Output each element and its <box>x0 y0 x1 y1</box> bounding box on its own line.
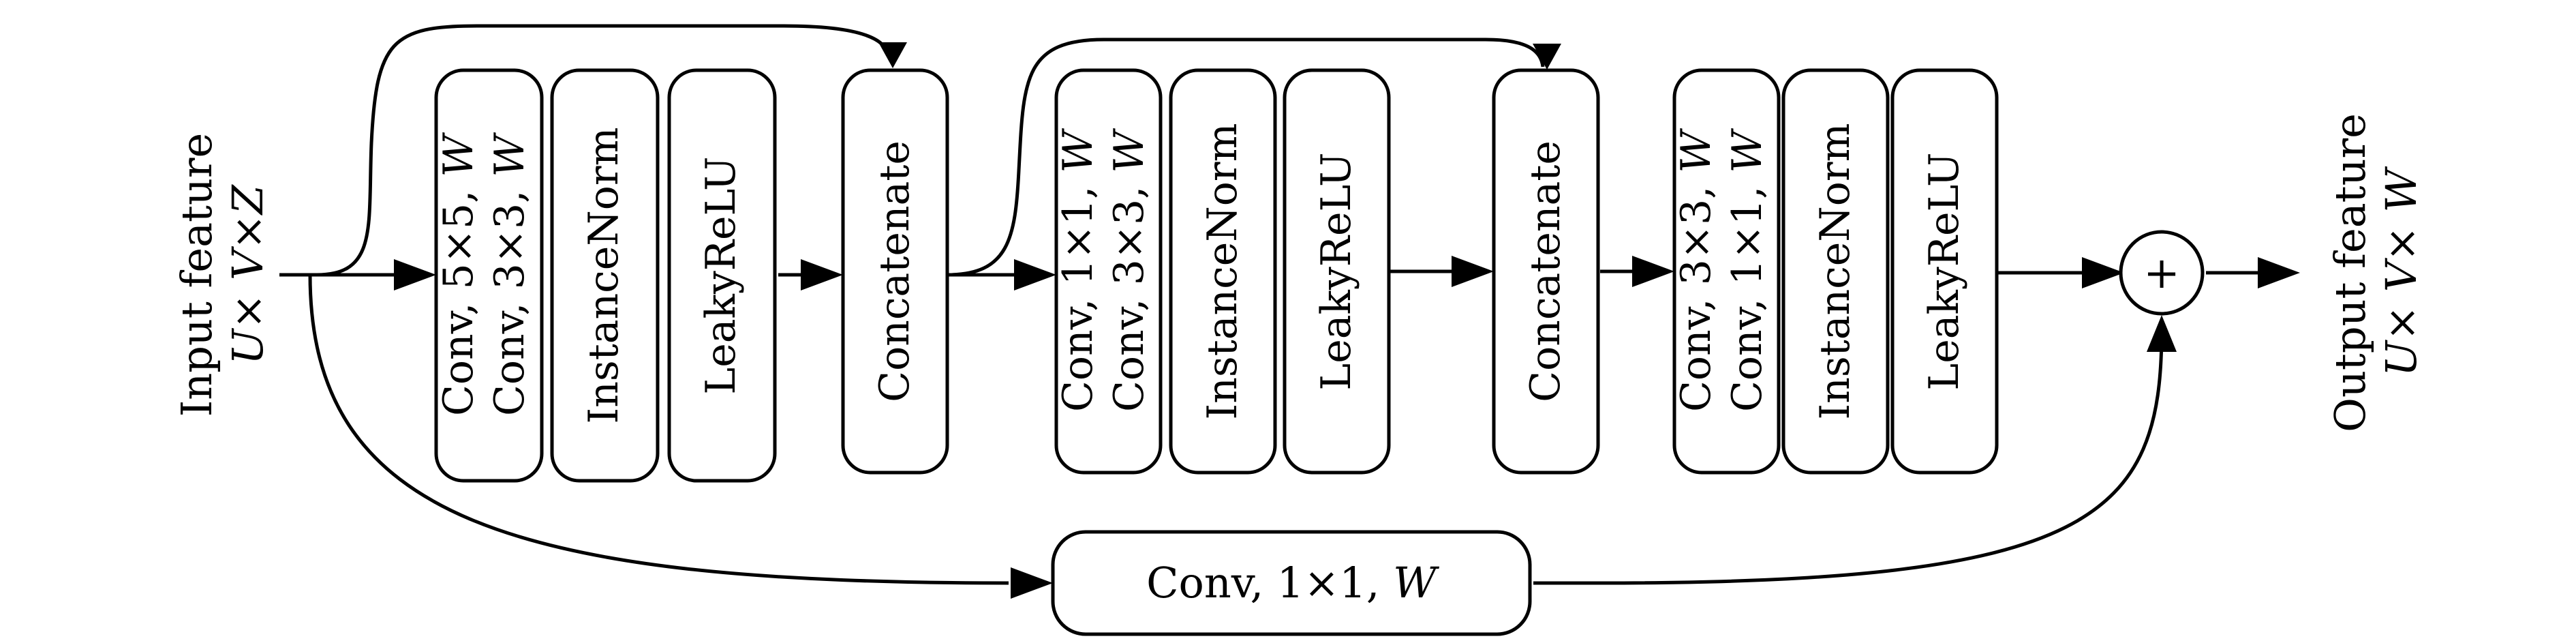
plus-icon: + <box>2143 248 2180 299</box>
conv-block-2: Conv, 1×1, W Conv, 3×3, W InstanceNorm L… <box>1054 68 1391 475</box>
arrowhead-concat1 <box>801 259 843 290</box>
instancenorm-label-1: InstanceNorm <box>580 128 628 424</box>
arrowhead-concat1-skip <box>878 42 907 68</box>
skip-wire-concat1-to-concat2 <box>947 38 1545 277</box>
arrowhead-output <box>2258 257 2300 288</box>
skip-wire-input-to-concat1 <box>316 24 889 277</box>
instancenorm-label-3: InstanceNorm <box>1811 123 1859 420</box>
instancenorm-box-3 <box>1781 68 1890 475</box>
concatenate-1: Concatenate <box>841 68 949 475</box>
shortcut-conv-box <box>1051 530 1532 636</box>
concat-box-1 <box>841 68 949 475</box>
concatenate-2: Concatenate <box>1492 68 1600 475</box>
conv-label-1b: Conv, 3×3, W <box>486 132 534 416</box>
conv-box-2 <box>1054 68 1163 475</box>
arrowhead-block1 <box>394 259 436 290</box>
leakyrelu-label-2: LeakyReLU <box>1313 152 1360 390</box>
leakyrelu-label-3: LeakyReLU <box>1920 152 1968 390</box>
output-dims: U× V× W <box>2376 166 2426 376</box>
conv-label-3b: Conv, 1×1, W <box>1723 128 1771 412</box>
leakyrelu-label-1: LeakyReLU <box>697 156 745 394</box>
input-dims: U× V×Z <box>223 184 273 365</box>
conv-label-3a: Conv, 3×3, W <box>1672 128 1720 412</box>
shortcut-wire-in <box>308 274 1009 585</box>
conv-label-1a: Conv, 5×5, W <box>435 132 482 416</box>
concat-box-2 <box>1492 68 1600 475</box>
conv-block-3: Conv, 3×3, W Conv, 1×1, W InstanceNorm L… <box>1672 68 1999 475</box>
shortcut-wire-out <box>1533 330 2164 585</box>
arrowhead-shortcut-sum <box>2147 315 2177 352</box>
leakyrelu-box-1 <box>667 68 777 483</box>
sum-circle <box>2119 230 2205 316</box>
conv-label-2b: Conv, 3×3, W <box>1105 128 1153 412</box>
conv-box-1 <box>434 68 544 483</box>
instancenorm-box-1 <box>550 68 660 483</box>
conv-block-1: Conv, 5×5, W Conv, 3×3, W InstanceNorm L… <box>434 68 777 483</box>
output-label: Output feature <box>2325 113 2375 432</box>
arrowhead-shortcut-conv <box>1011 567 1053 599</box>
instancenorm-box-2 <box>1169 68 1277 475</box>
input-label: Input feature <box>172 133 221 417</box>
arrowheads <box>394 42 2300 599</box>
arrowhead-concat2 <box>1452 256 1494 287</box>
conv-label-2a: Conv, 1×1, W <box>1054 128 1102 412</box>
arrowhead-block3 <box>1632 256 1674 287</box>
connections <box>279 24 2263 585</box>
leakyrelu-box-3 <box>1890 68 1999 475</box>
shortcut-conv: Conv, 1×1, W <box>1051 530 1532 636</box>
instancenorm-label-2: InstanceNorm <box>1199 123 1246 420</box>
arrowhead-sum <box>2082 257 2124 288</box>
leakyrelu-box-2 <box>1283 68 1391 475</box>
shortcut-conv-label: Conv, 1×1, W <box>1146 558 1439 608</box>
sum-node: + <box>2119 230 2205 316</box>
conv-box-3 <box>1672 68 1781 475</box>
concat-label-1: Concatenate <box>871 140 919 402</box>
concat-label-2: Concatenate <box>1522 140 1569 402</box>
arrowhead-block2 <box>1014 259 1056 290</box>
arrowhead-concat2-skip <box>1533 44 1561 70</box>
